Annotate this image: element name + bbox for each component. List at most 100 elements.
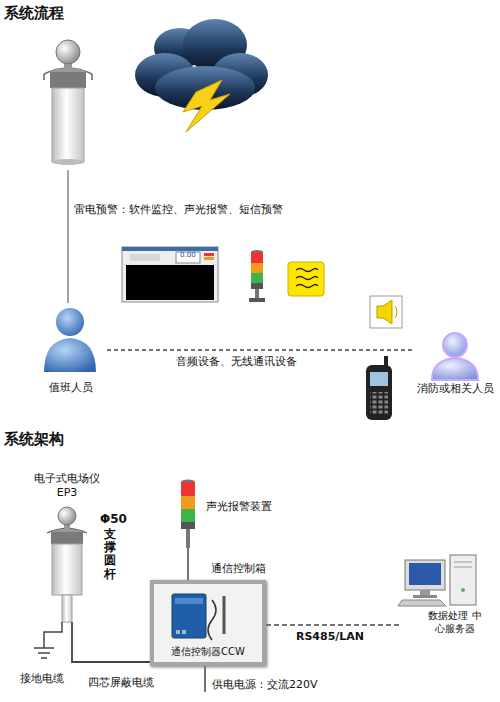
mobile-phone: [370, 392, 388, 414]
section-heading: 系统架构: [4, 430, 64, 449]
controller-device: [175, 598, 203, 604]
software-screenshot: [176, 252, 200, 263]
alarm-tower: [181, 522, 195, 529]
software-screenshot: [122, 247, 218, 302]
connector-label: 四芯屏蔽电缆: [86, 676, 156, 690]
signal-tower-icon: [251, 252, 263, 263]
controller-device: [172, 594, 224, 640]
node-label: 电子式电场仪 EP3: [30, 472, 104, 500]
control-box-fill: [150, 580, 266, 666]
field-mill-icon: [52, 159, 84, 165]
warning-text: 雷电预警：软件监控、声光报警、短信预警: [74, 203, 283, 217]
field-mill-icon: [52, 88, 84, 162]
controller-node: 通信控制器CCW: [162, 586, 254, 660]
software-screenshot: [204, 253, 214, 256]
person-icon: [443, 333, 467, 357]
sms-icon: [288, 262, 324, 296]
controller-device: [176, 630, 180, 634]
field-mill-icon: [43, 74, 45, 80]
speaker-icon: [377, 300, 392, 324]
field-mill-icon: [56, 40, 80, 64]
mobile-phone: [366, 356, 392, 420]
server-icon: [413, 595, 437, 598]
field-mill-sensor: [52, 544, 82, 595]
ground-wire: [44, 622, 62, 648]
ground-wire: [34, 647, 54, 649]
field-mill-icon: [50, 72, 86, 88]
field-mill-icon: [44, 40, 92, 165]
signal-tower-icon: [249, 298, 265, 302]
control-box: 通信控制箱通信控制器CCW: [150, 560, 266, 666]
field-mill-sensor: [58, 507, 76, 525]
server-icon: [398, 555, 476, 606]
connector-label: RS485/LAN: [294, 630, 366, 644]
server-icon: [409, 563, 441, 585]
software-screenshot: [204, 257, 214, 260]
mobile-phone: [366, 365, 392, 420]
alarm-tower: [181, 496, 195, 509]
alarm-tower: [181, 509, 195, 522]
controller-device: [172, 594, 206, 638]
part-label: 支撑圆杆: [104, 528, 116, 581]
speaker-icon: [370, 296, 402, 328]
signal-tower-icon: [251, 263, 263, 273]
person-icon: [44, 308, 96, 372]
sms-icon: [296, 269, 318, 288]
connector: [72, 622, 150, 662]
node-label: 声光报警装置: [206, 500, 286, 514]
field-mill-sensor: [51, 532, 83, 544]
signal-tower-icon: [255, 289, 259, 298]
person-icon: [432, 358, 478, 380]
server-icon: [450, 555, 476, 605]
server-icon: [454, 562, 472, 563]
signal-tower-icon: [251, 273, 263, 283]
connector-label: 音频设备、无线通讯设备: [174, 355, 299, 369]
sensor-node: 电子式电场仪 EP3: [30, 472, 104, 622]
server-icon: [454, 567, 472, 568]
field-mill-icon: [91, 74, 93, 80]
software-screenshot: [130, 254, 160, 261]
person-node: 值班人员: [35, 305, 107, 397]
node-label: 消防或相关人员: [412, 382, 498, 396]
controller-device: [182, 630, 186, 634]
person-icon: [56, 308, 84, 336]
node-label: 值班人员: [35, 381, 107, 395]
storm-cloud: [135, 19, 268, 132]
alarm-tower: [181, 480, 195, 549]
alarm-tower: [181, 482, 195, 496]
server-icon: [461, 588, 465, 592]
alarm-tower: [186, 529, 190, 548]
node-label: 通信控制箱: [208, 562, 268, 576]
connector: [187, 548, 189, 580]
connector: [266, 624, 400, 625]
node-label: 通信控制器CCW: [162, 646, 254, 659]
server-icon: [420, 590, 430, 595]
storm-cloud: [183, 80, 230, 132]
speaker-icon: [395, 306, 397, 318]
signal-tower-icon: [249, 250, 265, 302]
signal-tower-icon: [251, 283, 263, 289]
power-label: 供电电源：交流220V: [212, 678, 318, 692]
ground-wire: [38, 652, 50, 654]
wire-label: 接地电缆: [20, 672, 64, 686]
controller-device: [223, 596, 226, 634]
server-node: 数据处理 中心服务器: [400, 555, 490, 640]
speaker-icon: [370, 296, 402, 328]
person-icon: [432, 333, 478, 380]
signal-line: [67, 170, 68, 303]
section-heading: 系统流程: [4, 4, 64, 23]
ground-wire: [41, 657, 47, 659]
software-screenshot: [122, 247, 218, 302]
person-node: 消防或相关人员: [412, 328, 498, 398]
software-screenshot: [122, 247, 218, 251]
mobile-phone: [370, 372, 388, 386]
sms-icon: [288, 262, 324, 296]
software-screenshot: [126, 265, 214, 300]
control-box-fill: [150, 580, 266, 666]
power-wire: [204, 666, 206, 692]
field-mill-sensor: [47, 507, 87, 622]
